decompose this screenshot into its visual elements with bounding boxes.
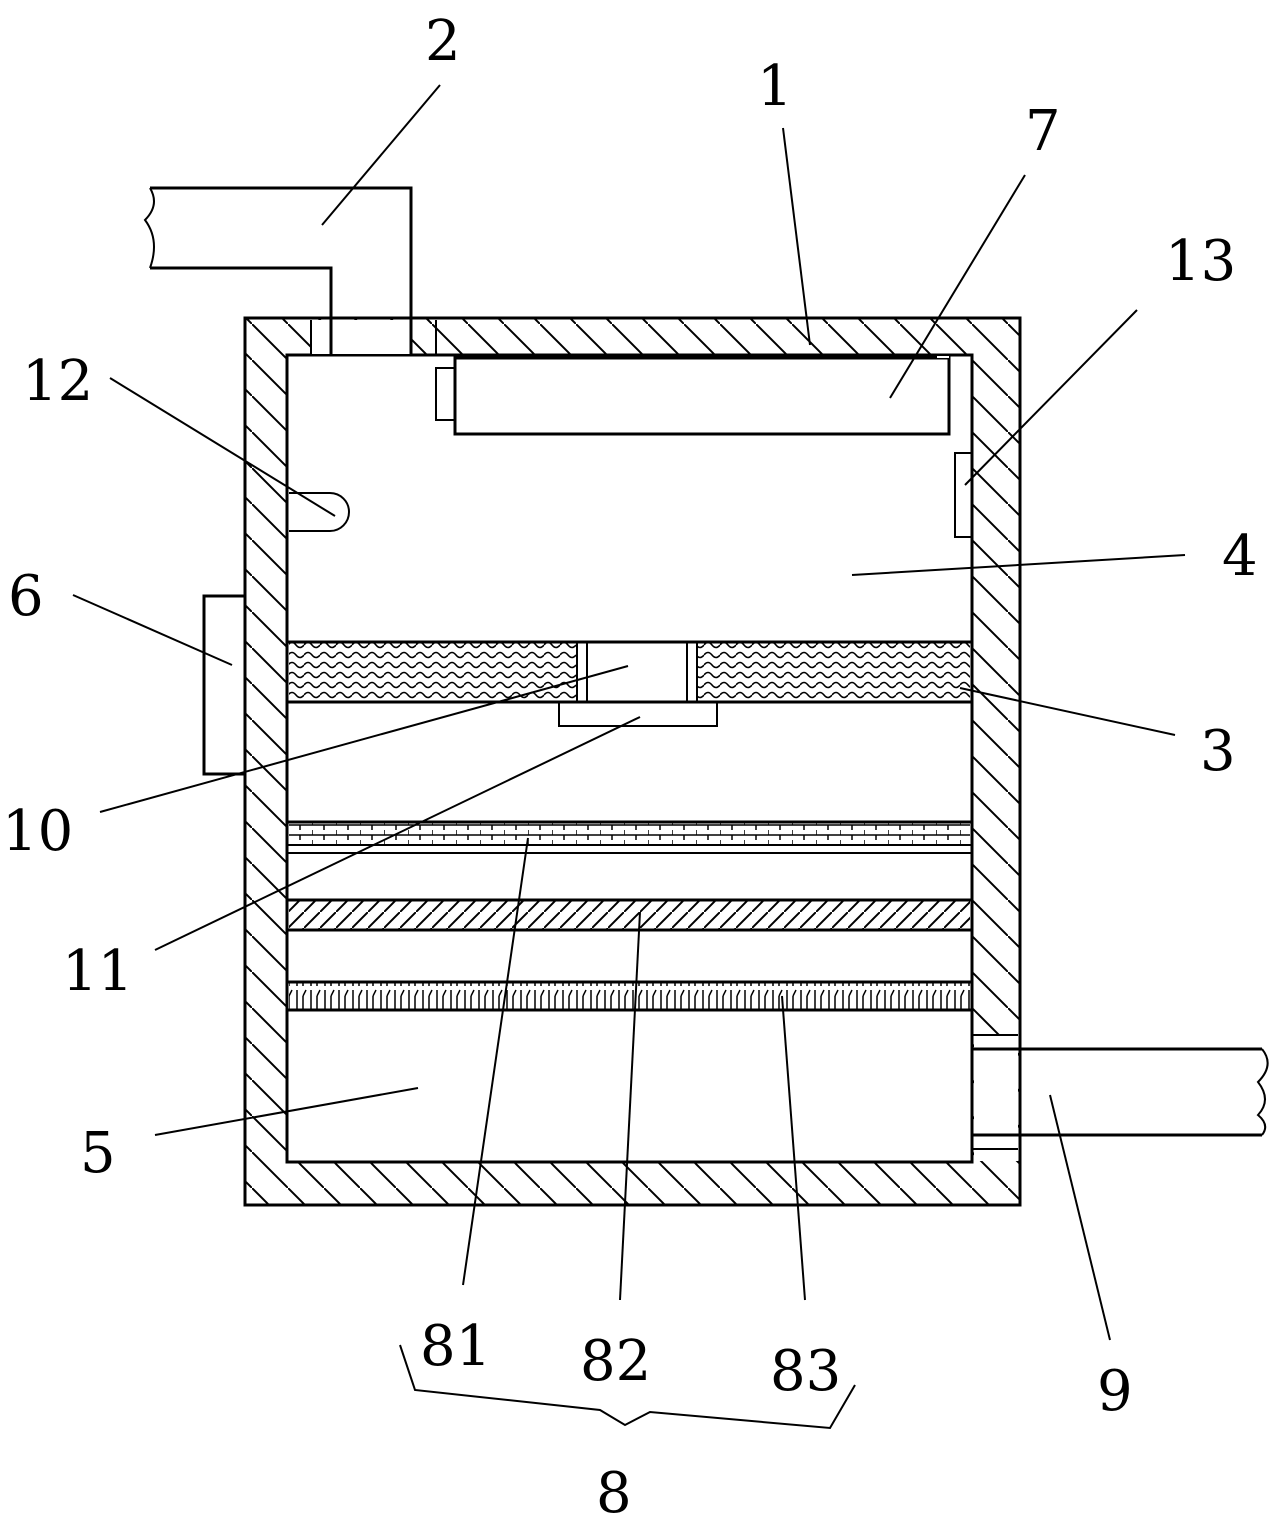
label-13: 13 — [1165, 229, 1236, 294]
label-1: 1 — [757, 54, 793, 119]
label-82: 82 — [580, 1329, 651, 1394]
partition-layer — [287, 640, 972, 727]
filter-assembly — [287, 820, 972, 1012]
label-10: 10 — [2, 799, 73, 864]
label-11: 11 — [62, 939, 133, 1004]
label-7: 7 — [1025, 99, 1061, 164]
top-unit — [435, 320, 951, 436]
outlet-pipe — [970, 1034, 1269, 1162]
label-6: 6 — [8, 564, 44, 629]
label-12: 12 — [22, 349, 93, 414]
label-9: 9 — [1097, 1359, 1133, 1424]
label-4: 4 — [1222, 524, 1258, 589]
label-5: 5 — [80, 1121, 116, 1186]
inlet-pipe — [143, 186, 413, 355]
label-3: 3 — [1200, 719, 1236, 784]
side-sensor — [954, 452, 973, 538]
label-2: 2 — [425, 9, 461, 74]
labels: 2 1 7 13 12 4 6 3 10 11 5 81 82 83 9 8 — [2, 9, 1258, 1522]
control-box — [202, 594, 247, 776]
label-81: 81 — [420, 1314, 491, 1379]
leader-lines — [72, 84, 1186, 1430]
label-8: 8 — [596, 1461, 632, 1522]
label-83: 83 — [770, 1339, 841, 1404]
housing — [243, 316, 1022, 1207]
hook — [289, 492, 350, 532]
